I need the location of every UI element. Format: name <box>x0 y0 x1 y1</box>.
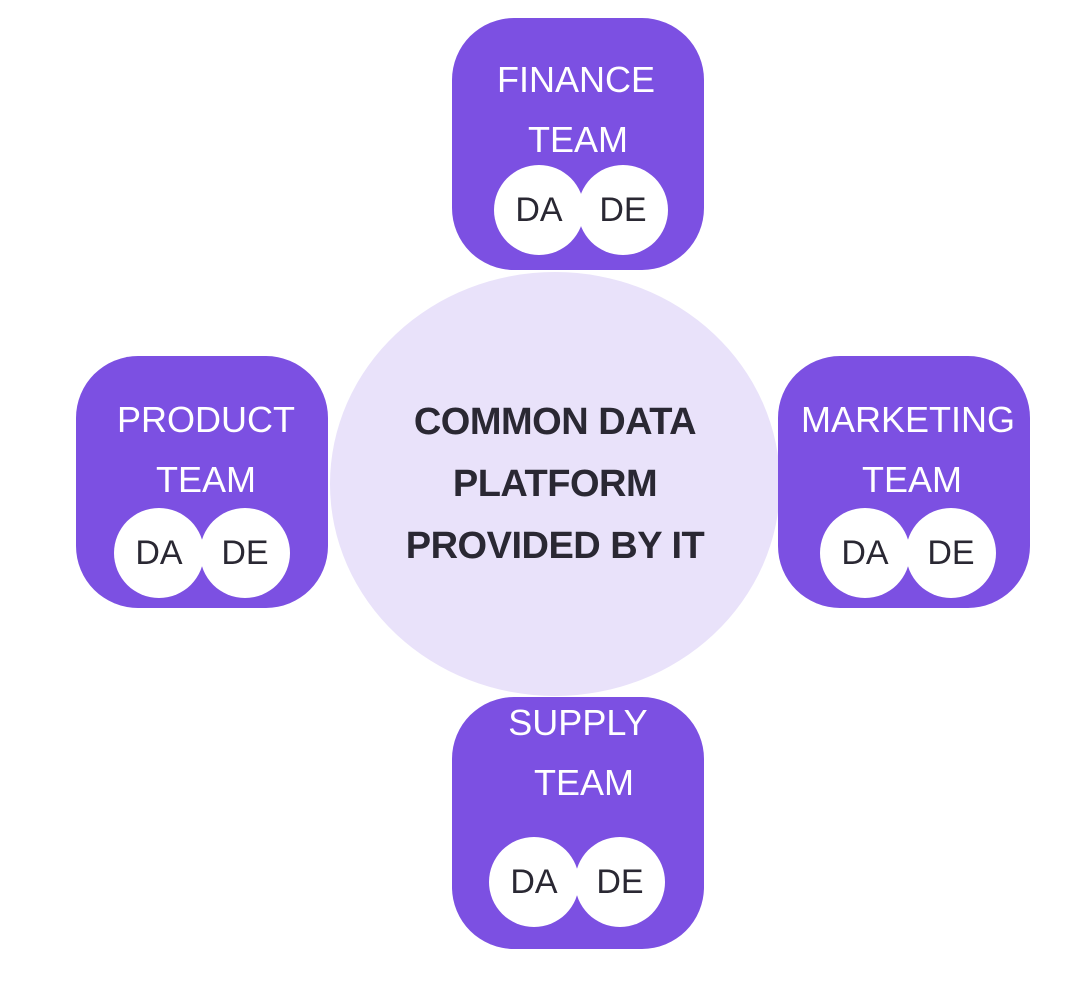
finance-team-label-line-2: TEAM <box>527 119 628 160</box>
center-label-line-3: PROVIDED BY IT <box>405 525 705 567</box>
marketing-team-label-line-2: TEAM <box>861 459 962 500</box>
product-da-badge: DA <box>114 508 204 598</box>
center-label-line-2: PLATFORM <box>452 463 658 505</box>
finance-de-badge: DE <box>578 165 668 255</box>
marketing-team-label-line-1: MARKETING <box>800 399 1015 440</box>
finance-team-node: FINANCE TEAM DA DE <box>452 18 704 270</box>
finance-da-badge: DA <box>494 165 584 255</box>
marketing-de-badge: DE <box>906 508 996 598</box>
supply-team-node: SUPPLY TEAM DA DE <box>452 697 704 949</box>
common-data-platform-node: COMMON DATA PLATFORM PROVIDED BY IT <box>330 272 780 696</box>
finance-team-label-line-1: FINANCE <box>496 59 655 100</box>
product-team-label-line-1: PRODUCT <box>117 399 295 440</box>
marketing-da-badge: DA <box>820 508 910 598</box>
product-team-node: PRODUCT TEAM DA DE <box>76 356 328 608</box>
supply-team-label-line-1: SUPPLY <box>508 702 648 743</box>
supply-da-badge: DA <box>489 837 579 927</box>
supply-de-badge: DE <box>575 837 665 927</box>
center-label-line-1: COMMON DATA <box>413 401 697 443</box>
marketing-team-node: MARKETING TEAM DA DE <box>778 356 1030 608</box>
product-de-badge: DE <box>200 508 290 598</box>
supply-team-label-line-2: TEAM <box>533 762 634 803</box>
product-team-label-line-2: TEAM <box>155 459 256 500</box>
